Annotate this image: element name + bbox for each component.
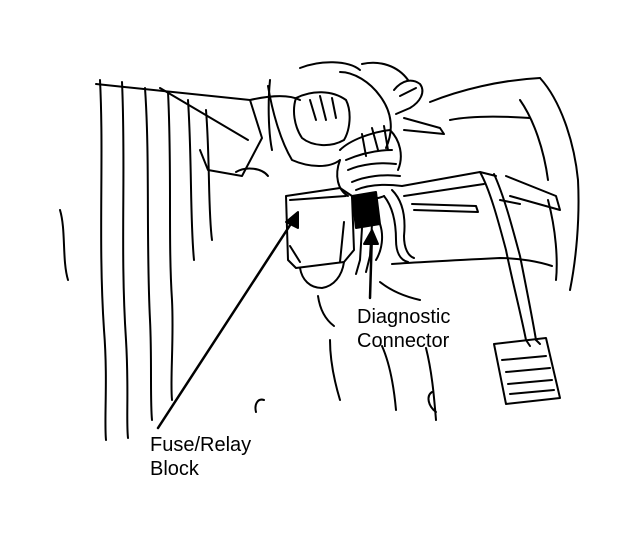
right-panel-lines xyxy=(519,77,580,291)
kick-panel-lines xyxy=(59,79,213,441)
center-console xyxy=(254,171,553,421)
fuse-relay-block-label-line2: Block xyxy=(150,458,199,480)
accelerator-pedal xyxy=(479,171,561,405)
diagnostic-connector-shape xyxy=(351,189,415,275)
wiring-harness xyxy=(336,125,403,197)
diagnostic-connector-label-line1: Diagnostic xyxy=(357,306,451,328)
steering-column-area xyxy=(95,61,541,177)
fuse-relay-block-label-line1: Fuse/Relay xyxy=(150,434,252,456)
fuse-relay-block-shape xyxy=(285,187,355,289)
leader-lines xyxy=(156,211,379,430)
diagnostic-connector-label-line2: Connector xyxy=(357,330,450,352)
